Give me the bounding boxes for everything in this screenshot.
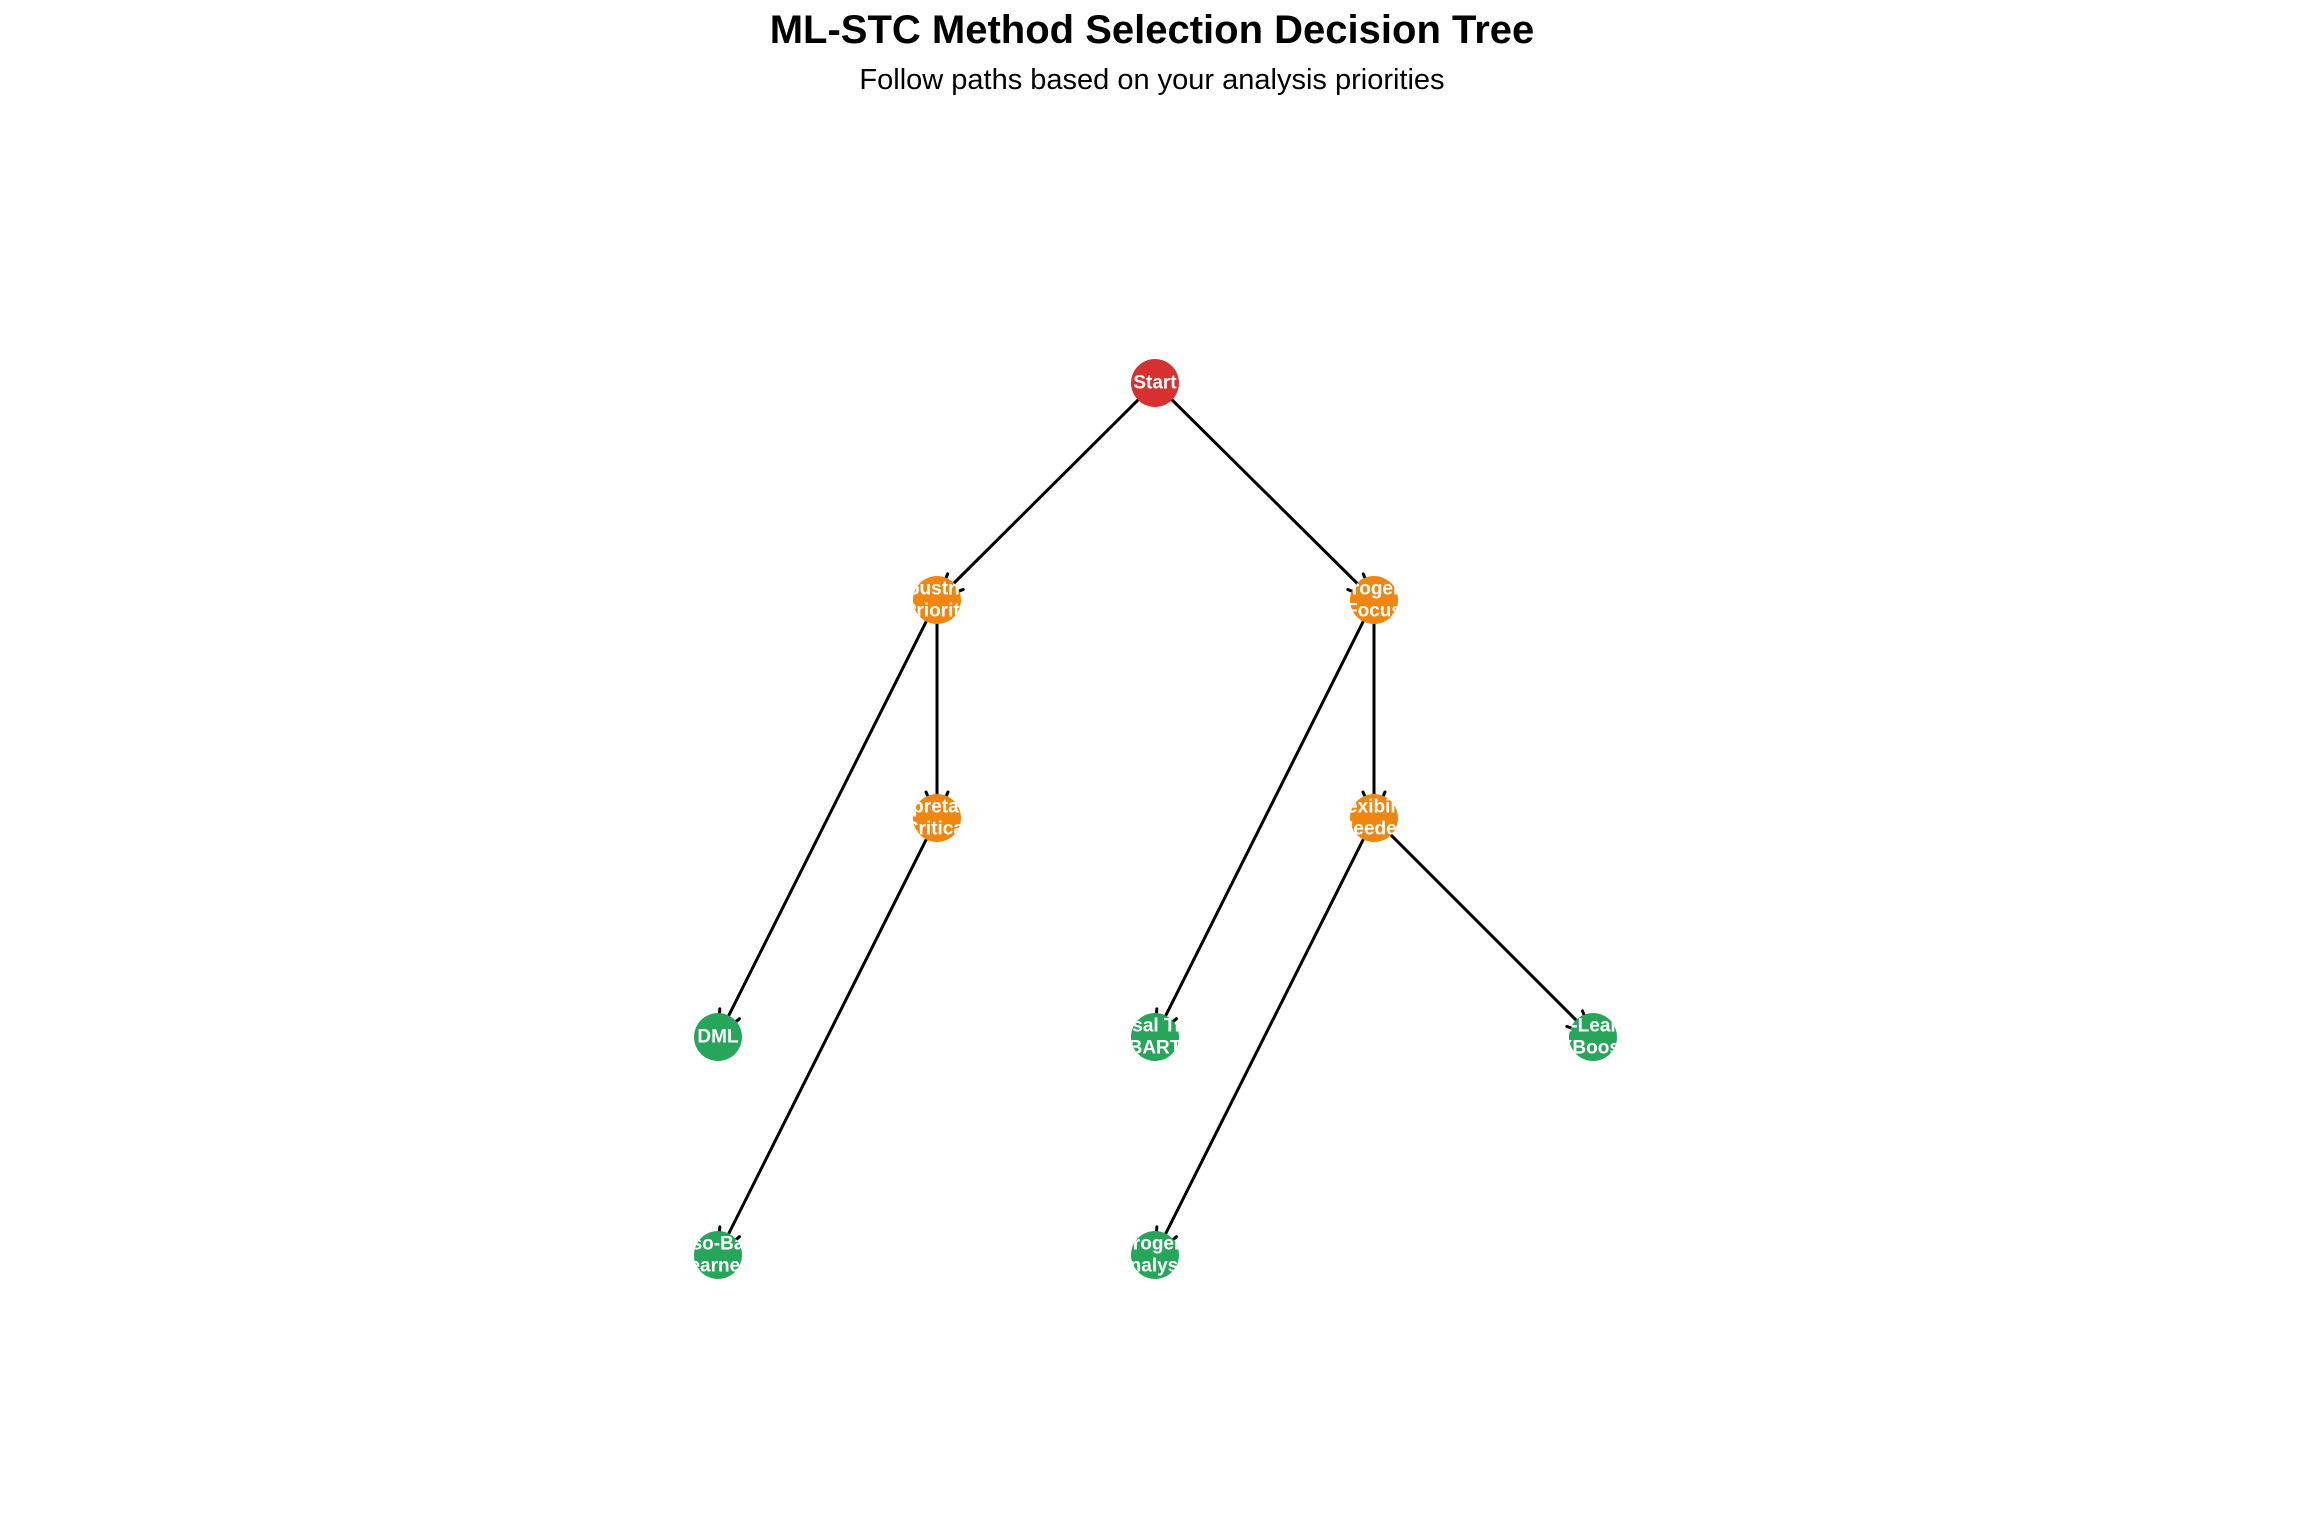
node-label: Meta-Learners bbox=[1528, 1016, 1658, 1037]
edge-line bbox=[716, 816, 939, 1257]
edge-line bbox=[1372, 816, 1595, 1039]
node-label: Start bbox=[1133, 373, 1177, 394]
node-circle-method bbox=[1131, 1013, 1179, 1061]
nodes-layer: StartRobustnessPriorityHeterogeneityFocu… bbox=[659, 359, 1658, 1279]
node-label: Lasso-Based bbox=[659, 1234, 777, 1255]
edge-start-to-heterogeneity bbox=[1153, 381, 1376, 602]
edge-line bbox=[1153, 381, 1376, 602]
node-circle-start bbox=[1131, 359, 1179, 407]
node-circle-method bbox=[694, 1013, 742, 1061]
edge-line bbox=[716, 598, 939, 1039]
edge-robustness-to-interpretability bbox=[924, 598, 950, 820]
node-label: Causal Trees bbox=[1096, 1016, 1213, 1037]
edge-flexibility-to-heterogeneity-analysis bbox=[1153, 816, 1376, 1257]
node-start: Start bbox=[1131, 359, 1179, 407]
node-label: Interpretability bbox=[871, 797, 1003, 818]
node-label: Analysis bbox=[1116, 1256, 1194, 1277]
node-label: Critical bbox=[905, 819, 969, 840]
edge-flexibility-to-xboost bbox=[1372, 816, 1595, 1039]
node-label: Learners bbox=[678, 1256, 758, 1277]
diagram-subtitle: Follow paths based on your analysis prio… bbox=[859, 64, 1445, 96]
edge-start-to-robustness bbox=[935, 381, 1157, 602]
node-circle-decision bbox=[1350, 576, 1398, 624]
node-dml: DML bbox=[694, 1013, 742, 1061]
node-label: Priority bbox=[904, 601, 971, 622]
edge-line bbox=[1153, 598, 1376, 1039]
edge-line bbox=[935, 381, 1157, 602]
node-circle-method bbox=[1569, 1013, 1617, 1061]
edge-line bbox=[1153, 816, 1376, 1257]
node-label: BART bbox=[1129, 1038, 1182, 1059]
edge-interpretability-to-lasso bbox=[716, 816, 939, 1257]
node-circle-decision bbox=[913, 794, 961, 842]
node-label: Flexibility bbox=[1330, 797, 1418, 818]
node-label: Robustness bbox=[883, 579, 992, 600]
node-circle-method bbox=[694, 1231, 742, 1279]
node-label: XBoost bbox=[1560, 1038, 1627, 1059]
edge-heterogeneity-to-flexibility bbox=[1361, 598, 1387, 820]
node-circle-decision bbox=[913, 576, 961, 624]
edge-heterogeneity-to-bart bbox=[1153, 598, 1376, 1039]
edge-robustness-to-dml bbox=[716, 598, 939, 1039]
diagram-title: ML-STC Method Selection Decision Tree bbox=[769, 8, 1535, 52]
edges-layer bbox=[716, 381, 1595, 1257]
node-circle-decision bbox=[1350, 794, 1398, 842]
node-circle-method bbox=[1131, 1231, 1179, 1279]
node-label: Needed bbox=[1340, 819, 1409, 840]
node-label: DML bbox=[697, 1027, 739, 1048]
node-label: Heterogeneity bbox=[1311, 579, 1438, 600]
node-label: Focus bbox=[1346, 601, 1402, 622]
node-label: Heterogeneity bbox=[1092, 1234, 1219, 1255]
